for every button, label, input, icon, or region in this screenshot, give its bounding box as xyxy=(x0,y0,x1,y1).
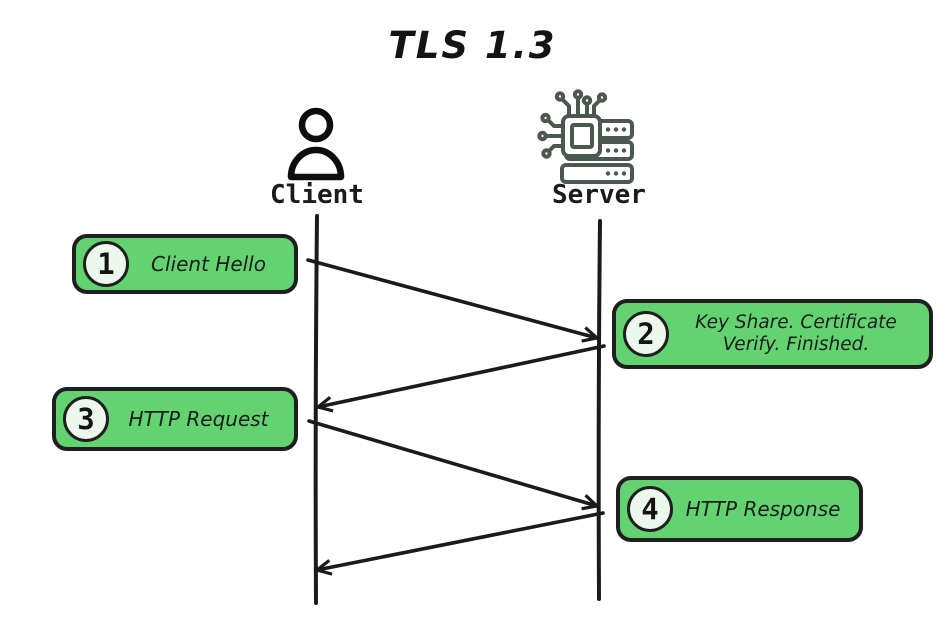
step-number-badge: 4 xyxy=(627,486,673,532)
arrow-http-request xyxy=(307,419,601,511)
step-box-http-request: 3 HTTP Request xyxy=(52,387,298,451)
step-box-key-share: 2 Key Share. Certificate Verify. Finishe… xyxy=(612,299,933,369)
step-label: HTTP Response xyxy=(685,497,841,521)
arrow-client-hello xyxy=(306,258,601,343)
server-actor xyxy=(536,88,642,190)
client-lifeline xyxy=(313,214,319,605)
server-lifeline xyxy=(596,219,602,601)
step-label: Key Share. Certificate Verify. Finished. xyxy=(695,311,897,355)
server-label: Server xyxy=(552,180,646,210)
step-number-badge: 1 xyxy=(83,241,129,287)
step-label: Client Hello xyxy=(151,252,266,276)
client-label: Client xyxy=(270,180,364,210)
step-number-badge: 3 xyxy=(63,396,109,442)
arrow-http-response xyxy=(313,511,605,576)
diagram-title: TLS 1.3 xyxy=(388,24,557,67)
step-label: HTTP Request xyxy=(128,407,269,431)
arrow-server-hello xyxy=(314,344,606,413)
client-actor xyxy=(286,107,348,185)
step-number-badge: 2 xyxy=(623,311,669,357)
server-icon xyxy=(537,89,634,184)
person-icon xyxy=(287,107,345,181)
step-box-client-hello: 1 Client Hello xyxy=(72,234,298,294)
step-box-http-response: 4 HTTP Response xyxy=(616,476,863,542)
